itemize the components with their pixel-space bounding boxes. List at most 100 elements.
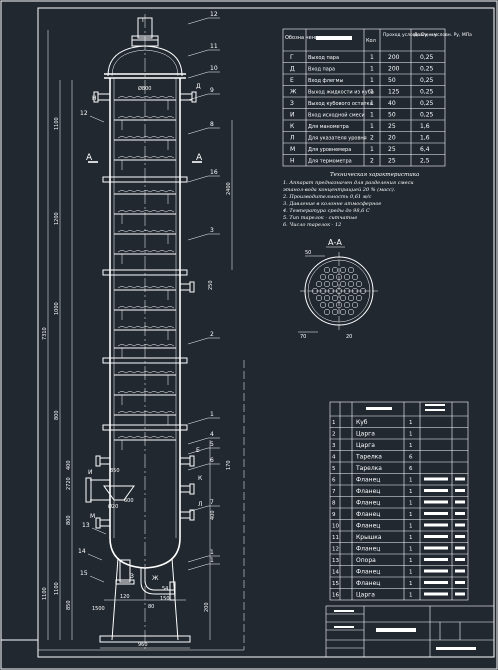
leader-left: 12 xyxy=(80,110,88,117)
nz-mark: К xyxy=(290,123,295,130)
sieve-hole xyxy=(355,294,363,302)
spec-redacted xyxy=(455,592,465,596)
sieve-hole xyxy=(323,308,331,316)
spec-pos: 11 xyxy=(332,535,339,541)
title-redacted xyxy=(376,628,416,632)
nozzle-mark: Е xyxy=(196,447,200,454)
spec-redacted xyxy=(424,512,448,515)
nz-qty: 1 xyxy=(370,100,374,107)
sieve-hole xyxy=(331,280,339,288)
nz-dn: 125 xyxy=(388,89,400,96)
sieve-hole xyxy=(339,294,347,302)
nz-pn: 2,5 xyxy=(420,158,430,165)
top-cover xyxy=(107,45,183,77)
nz-name: Для указателя уровня xyxy=(308,136,367,142)
nz-dn: 200 xyxy=(388,66,400,73)
nz-mark: М xyxy=(290,146,295,153)
nz-mark: Г xyxy=(290,54,294,61)
dim-left: 1000 xyxy=(54,302,60,315)
spec-name: Фланец xyxy=(356,546,380,553)
spec-pos: 3 xyxy=(332,443,336,449)
sieve-hole xyxy=(343,301,351,309)
leader-left: 15 xyxy=(80,570,88,577)
dim-misc: 150 xyxy=(160,596,170,602)
spec-redacted xyxy=(455,558,465,561)
spec-redacted xyxy=(455,546,465,550)
spec-redacted xyxy=(424,546,448,550)
nz-mark: З xyxy=(290,100,294,107)
nz-mark: Ж xyxy=(290,89,297,96)
nz-head-pn: Давлен. условн. Ру, МПа xyxy=(414,32,472,38)
spec-redacted xyxy=(424,489,448,492)
dim-misc: 1500 xyxy=(92,606,105,612)
spec-name: Царга xyxy=(356,431,375,438)
nz-dn: 25 xyxy=(388,158,396,165)
bottom-outlet-pipe xyxy=(144,568,175,591)
spec-redacted xyxy=(424,592,448,596)
tray-cap xyxy=(117,190,175,193)
dim-right: 200 xyxy=(204,602,210,612)
spec-redacted xyxy=(455,512,465,515)
dim-left: 1100 xyxy=(42,587,48,600)
spec-pos: 1 xyxy=(332,420,336,426)
tray-cap xyxy=(117,286,175,289)
feed-flange xyxy=(85,477,92,503)
dim-misc: Ø800 xyxy=(138,85,151,92)
spec-qty: 1 xyxy=(409,547,413,553)
spec-pos: 9 xyxy=(332,512,336,518)
nz-mark: И xyxy=(290,112,295,119)
dim-misc: Ø20 xyxy=(108,503,118,510)
nz-head-mark: Обозна чение xyxy=(285,35,321,41)
trays xyxy=(114,96,176,450)
spec-qty: 1 xyxy=(409,570,413,576)
tray-cap xyxy=(117,230,175,233)
spec-redacted xyxy=(455,581,465,584)
spec-qty: 1 xyxy=(409,489,413,495)
nz-dn: 40 xyxy=(388,100,396,107)
spec-pos: 12 xyxy=(332,547,339,553)
sieve-hole xyxy=(347,294,355,302)
spec-qty: 1 xyxy=(409,512,413,518)
nz-pn: 0,25 xyxy=(420,54,434,61)
spec-redacted xyxy=(424,523,448,527)
dim-misc: 850 xyxy=(110,468,120,474)
leader-right: 2 xyxy=(210,331,214,338)
sieve-hole xyxy=(355,280,363,288)
nz-name: Для термометра xyxy=(308,159,352,165)
nz-dn: 20 xyxy=(388,135,396,142)
spec-pos: 6 xyxy=(332,478,336,484)
leader-right: 12 xyxy=(210,11,218,18)
nz-pn: 0,25 xyxy=(420,100,434,107)
spec-redacted xyxy=(424,558,448,561)
sieve-hole xyxy=(323,266,331,274)
tray-cap xyxy=(117,391,175,394)
nz-name: Вход флегмы xyxy=(308,78,343,84)
nz-qty: 1 xyxy=(370,66,374,73)
dim-misc: 600 xyxy=(124,498,134,504)
drain-flange xyxy=(115,579,135,585)
sieve-hole xyxy=(339,280,347,288)
nz-mark: Е xyxy=(290,77,294,84)
feed-nozzle xyxy=(90,479,110,501)
sieve-hole xyxy=(327,273,335,281)
nz-dn: 25 xyxy=(388,146,396,153)
leader-right: 11 xyxy=(210,43,218,50)
sieve-hole xyxy=(343,273,351,281)
dimension-labels: 7310110012001000800272011004008008501100… xyxy=(42,85,232,648)
sieve-hole xyxy=(319,301,327,309)
section-letter-right: А xyxy=(196,153,203,163)
vapor-outlet-nozzle xyxy=(137,17,153,39)
tech-line: этанол-вода концентрацией 20 % (масс). xyxy=(283,186,396,193)
spec-pos: 5 xyxy=(332,466,336,472)
nz-pn: 0,25 xyxy=(420,66,434,73)
leader-right: 1 xyxy=(210,549,214,556)
sieve-hole xyxy=(339,308,347,316)
spec-qty: 1 xyxy=(409,593,413,599)
nz-qty: 1 xyxy=(370,112,374,119)
nozzle-table: Обозна чение Кол Проход условн. Dу, мм Д… xyxy=(282,28,472,167)
spec-name: Фланец xyxy=(356,523,380,530)
spec-name: Фланец xyxy=(356,569,380,576)
tech-line: 1. Аппарат предназначен для разделения с… xyxy=(283,180,414,186)
